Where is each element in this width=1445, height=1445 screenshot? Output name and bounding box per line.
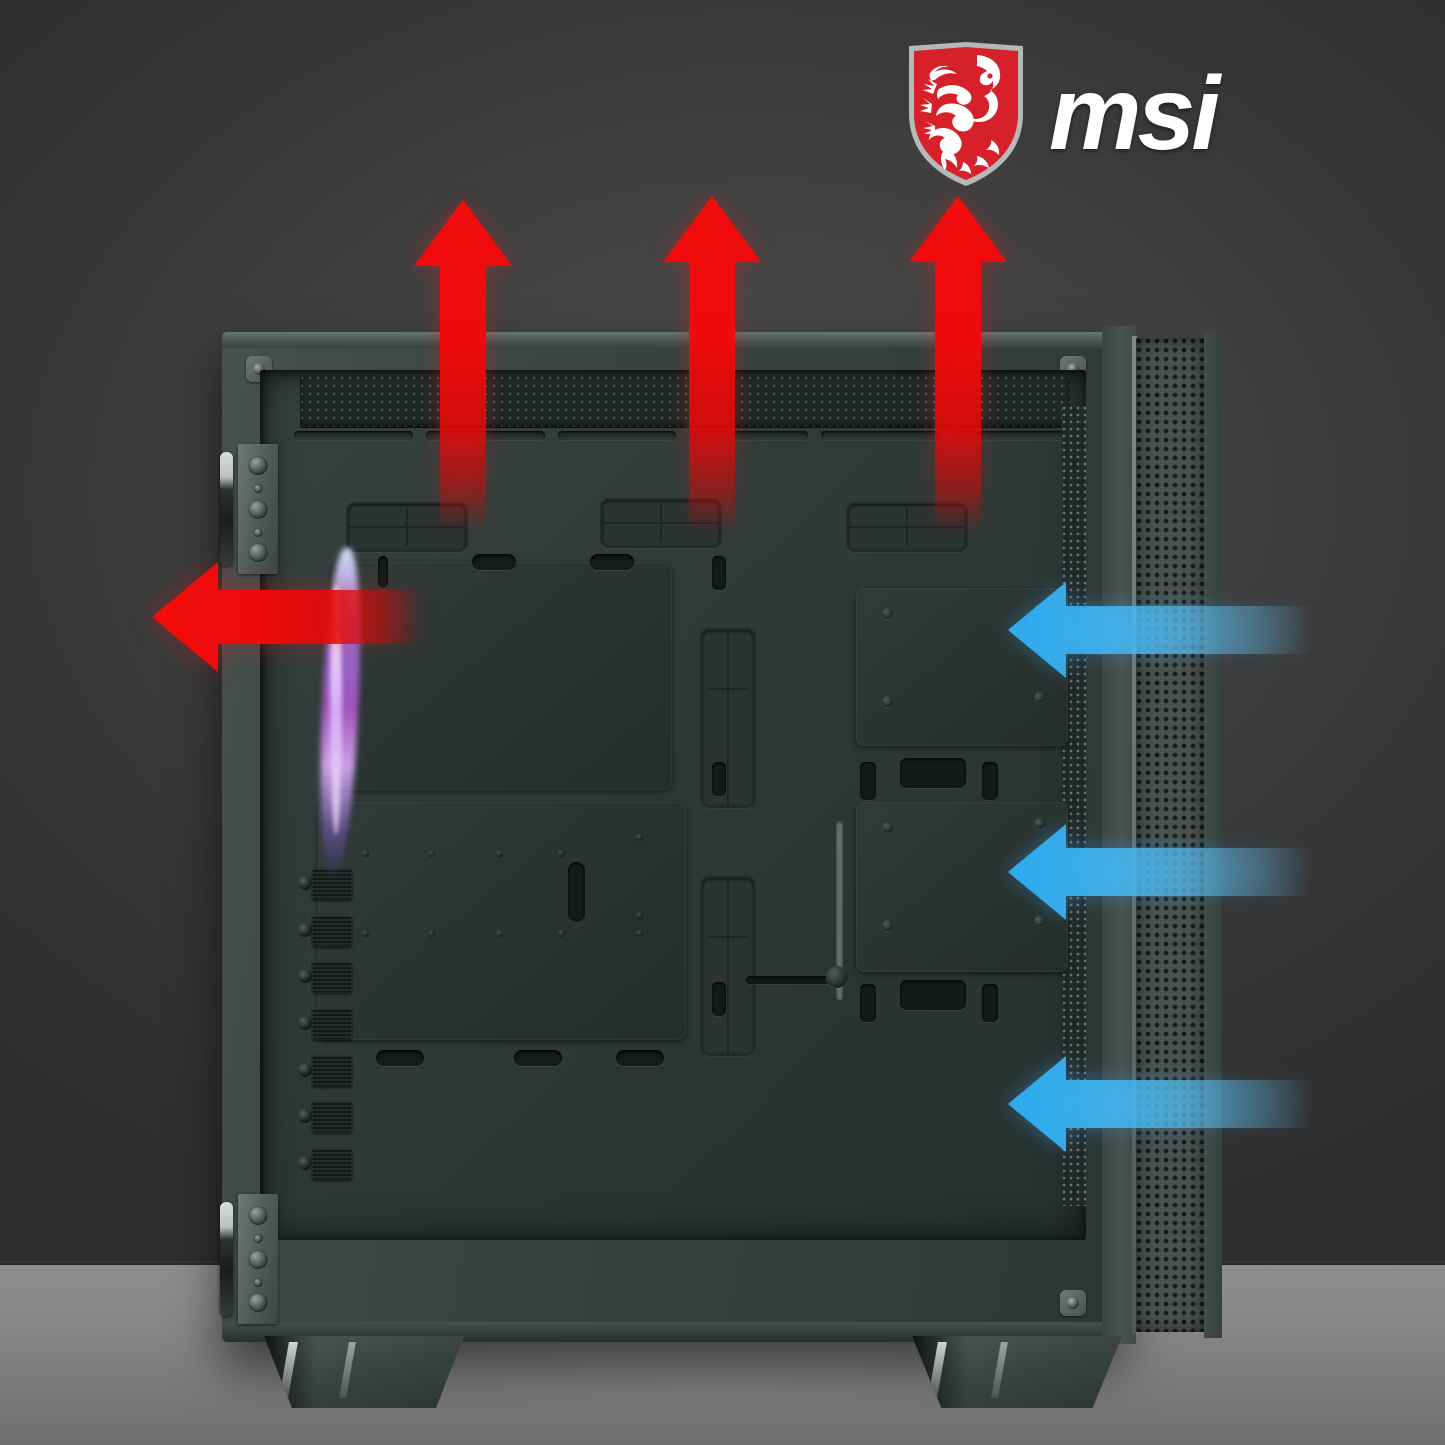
pci-slot-stack [298, 868, 352, 1180]
hinge-screw [248, 1206, 268, 1225]
standoff [636, 912, 643, 919]
hinge-screw [253, 1234, 263, 1243]
msi-logo: msi [905, 40, 1220, 188]
top-fan-slot [294, 431, 413, 440]
side-panel-perforations [1136, 338, 1204, 1332]
bottom-cable-slot [616, 1050, 664, 1066]
pci-slot-cover [298, 914, 352, 947]
standoff [636, 834, 643, 841]
side-intake-mesh-panel [1102, 326, 1222, 1344]
hinge-pin [220, 452, 233, 566]
corner-screw-bottom-right [1060, 1290, 1086, 1316]
bottom-cable-slot [376, 1050, 424, 1066]
support-bracket [746, 976, 842, 984]
standoff [636, 930, 643, 937]
drive-screw [1034, 604, 1045, 615]
hinge-screw [248, 456, 268, 475]
hinge-screw [253, 484, 263, 493]
pci-slot-cover [298, 1054, 352, 1087]
top-fan-slot [953, 431, 1072, 440]
cable-grommet-top-center [600, 498, 722, 548]
msi-dragon-shield-icon [905, 40, 1027, 188]
cable-slot [712, 982, 726, 1016]
standoff [558, 930, 565, 937]
drive-screw [882, 822, 893, 833]
drive-screw [1034, 692, 1045, 703]
foot-highlight-2 [991, 1342, 1008, 1398]
hinge-screw [248, 1250, 268, 1269]
top-cable-slot-v [378, 556, 388, 588]
drive-mount-plate-lower [856, 802, 1068, 972]
bottom-cable-slot [514, 1050, 562, 1066]
cable-slot-wide [900, 758, 966, 788]
pci-slot-cover [298, 1101, 352, 1134]
hinge-bottom [220, 1194, 278, 1324]
cable-slot [712, 556, 726, 590]
drive-screw [1034, 916, 1045, 927]
hinge-pin [220, 1202, 233, 1316]
cable-grommet-mid-lower [700, 876, 756, 1056]
motherboard-tray-lower [318, 802, 686, 1040]
top-fan-slot [425, 431, 545, 440]
case-interior [260, 370, 1086, 1240]
standoff [558, 850, 565, 857]
hinge-top [220, 444, 278, 574]
cable-grommet-top-right [846, 502, 968, 552]
hinge-screw [248, 1293, 268, 1312]
cable-grommet-mid-upper [700, 628, 756, 808]
vertical-rail-highlight [836, 820, 843, 1000]
drive-screw [882, 696, 893, 707]
case-foot-right [912, 1336, 1122, 1408]
standoff [362, 850, 369, 857]
standoff [496, 930, 503, 937]
drive-screw [882, 920, 893, 931]
standoff [428, 850, 435, 857]
drive-mount-plate-upper [856, 588, 1068, 746]
top-fan-slot [557, 431, 677, 440]
hinge-screw [253, 1278, 263, 1287]
standoff [428, 930, 435, 937]
standoff [496, 850, 503, 857]
cable-slot [982, 984, 998, 1022]
motherboard-tray-upper [332, 562, 672, 790]
case-foot-left [264, 1336, 464, 1408]
cable-slot [860, 984, 876, 1022]
hinge-screw [248, 543, 268, 562]
top-cable-slot [472, 554, 516, 570]
cable-slot [860, 762, 876, 800]
cpu-cutout-slot [568, 862, 585, 922]
cable-slot-wide [900, 980, 966, 1010]
top-fan-slot [821, 431, 941, 440]
bracket-thumbscrew [826, 966, 848, 988]
cable-slot [712, 762, 726, 796]
msi-wordmark: msi [1049, 56, 1220, 172]
top-cable-slot [590, 554, 634, 570]
standoff [362, 930, 369, 937]
pci-slot-cover [298, 1147, 352, 1180]
drive-screw [882, 608, 893, 619]
rgb-fan-glow-core [330, 585, 342, 835]
top-mesh-vent [300, 376, 1070, 428]
pci-slot-cover [298, 1007, 352, 1040]
hinge-screw [248, 500, 268, 519]
cable-slot [982, 762, 998, 800]
foot-highlight-2 [339, 1342, 356, 1398]
drive-screw [1034, 818, 1045, 829]
top-fan-mount-slots [294, 428, 1072, 443]
case-top-lip [222, 332, 1122, 348]
hinge-screw [253, 528, 263, 537]
top-fan-slot [689, 431, 809, 440]
pci-slot-cover [298, 961, 352, 994]
cable-grommet-top-left [346, 502, 468, 552]
side-panel-right-edge [1204, 332, 1222, 1338]
side-panel-front-face [1102, 326, 1136, 1344]
pc-case [220, 326, 1222, 1408]
